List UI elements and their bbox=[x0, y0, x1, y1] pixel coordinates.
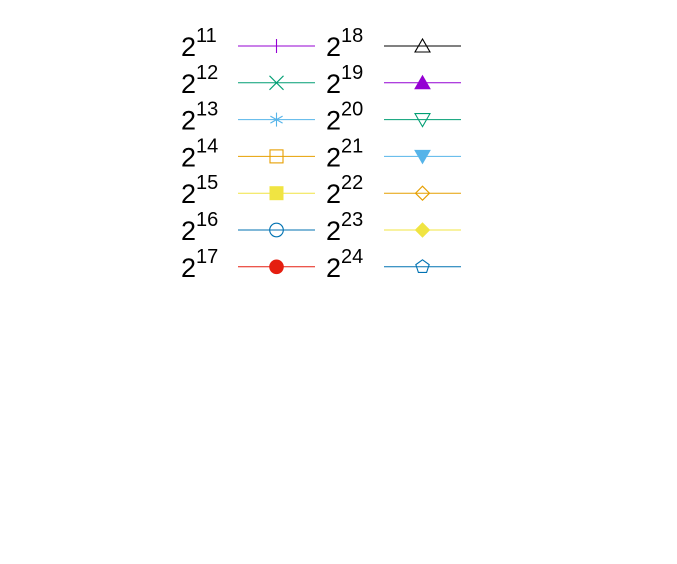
legend-label-exponent: 21 bbox=[341, 135, 363, 157]
legend-marker-asterisk bbox=[270, 112, 283, 127]
legend-label: 214 bbox=[181, 135, 218, 172]
legend-marker-filled-triangle-up bbox=[414, 74, 431, 90]
legend-label-exponent: 22 bbox=[341, 172, 363, 194]
legend-item: 221 bbox=[326, 135, 461, 172]
legend-label: 219 bbox=[326, 62, 363, 99]
legend-label-base: 2 bbox=[181, 253, 196, 283]
legend-marker-open-pentagon bbox=[415, 259, 430, 274]
legend-label-base: 2 bbox=[326, 253, 341, 283]
legend-label: 211 bbox=[181, 25, 217, 62]
legend-marker-open-triangle-down bbox=[414, 113, 431, 128]
legend-label: 218 bbox=[326, 25, 363, 62]
legend-item: 214 bbox=[181, 135, 315, 172]
legend-item: 224 bbox=[326, 246, 461, 283]
legend-label-exponent: 20 bbox=[341, 99, 363, 121]
legend-label: 224 bbox=[326, 246, 363, 283]
legend-label: 215 bbox=[181, 172, 218, 209]
legend-marker-cross bbox=[269, 75, 284, 91]
legend-item: 217 bbox=[181, 246, 315, 283]
legend-label: 221 bbox=[326, 135, 363, 172]
legend-label-exponent: 14 bbox=[196, 135, 218, 157]
legend-item: 216 bbox=[181, 209, 315, 246]
legend-label-exponent: 11 bbox=[196, 25, 217, 47]
legend-item: 211 bbox=[181, 25, 315, 62]
legend-label-base: 2 bbox=[181, 216, 196, 246]
legend-label-base: 2 bbox=[326, 106, 341, 136]
legend-label-base: 2 bbox=[326, 216, 341, 246]
legend-label-exponent: 16 bbox=[196, 209, 218, 231]
legend-marker-filled-triangle-down bbox=[414, 149, 431, 165]
legend-label-base: 2 bbox=[326, 142, 341, 172]
legend-label: 220 bbox=[326, 99, 363, 136]
legend-label-base: 2 bbox=[181, 69, 196, 99]
legend-item: 212 bbox=[181, 62, 315, 99]
legend-label: 213 bbox=[181, 99, 218, 136]
legend-item: 213 bbox=[181, 99, 315, 136]
legend-label-base: 2 bbox=[326, 32, 341, 62]
legend-label-exponent: 24 bbox=[341, 246, 363, 268]
legend-marker-open-square bbox=[269, 149, 284, 164]
legend-label: 217 bbox=[181, 246, 218, 283]
legend-label-base: 2 bbox=[181, 179, 196, 209]
legend-marker-open-diamond bbox=[414, 185, 431, 201]
legend-marker-filled-diamond bbox=[414, 222, 431, 238]
legend-marker-filled-square bbox=[269, 186, 284, 201]
legend-label-base: 2 bbox=[326, 179, 341, 209]
legend-label-base: 2 bbox=[181, 32, 196, 62]
legend-label-exponent: 23 bbox=[341, 209, 363, 231]
legend-item: 219 bbox=[326, 62, 461, 99]
legend-marker-open-circle bbox=[269, 222, 284, 238]
legend-label-base: 2 bbox=[181, 106, 196, 136]
legend-label: 223 bbox=[326, 209, 363, 246]
legend-label-exponent: 17 bbox=[196, 246, 218, 268]
legend-item: 218 bbox=[326, 25, 461, 62]
legend-marker-filled-circle bbox=[269, 259, 284, 275]
legend-label: 222 bbox=[326, 172, 363, 209]
legend-label-exponent: 18 bbox=[341, 25, 363, 47]
legend-item: 223 bbox=[326, 209, 461, 246]
legend-label-base: 2 bbox=[326, 69, 341, 99]
legend-item: 220 bbox=[326, 99, 461, 136]
legend-label-base: 2 bbox=[181, 142, 196, 172]
legend-label: 216 bbox=[181, 209, 218, 246]
legend-marker-open-triangle-up bbox=[414, 37, 431, 53]
legend-label-exponent: 12 bbox=[196, 62, 218, 84]
legend-label: 212 bbox=[181, 62, 218, 99]
legend-label-exponent: 13 bbox=[196, 99, 218, 121]
legend-item: 222 bbox=[326, 172, 461, 209]
legend-label-exponent: 15 bbox=[196, 172, 218, 194]
legend-label-exponent: 19 bbox=[341, 62, 363, 84]
legend-item: 215 bbox=[181, 172, 315, 209]
